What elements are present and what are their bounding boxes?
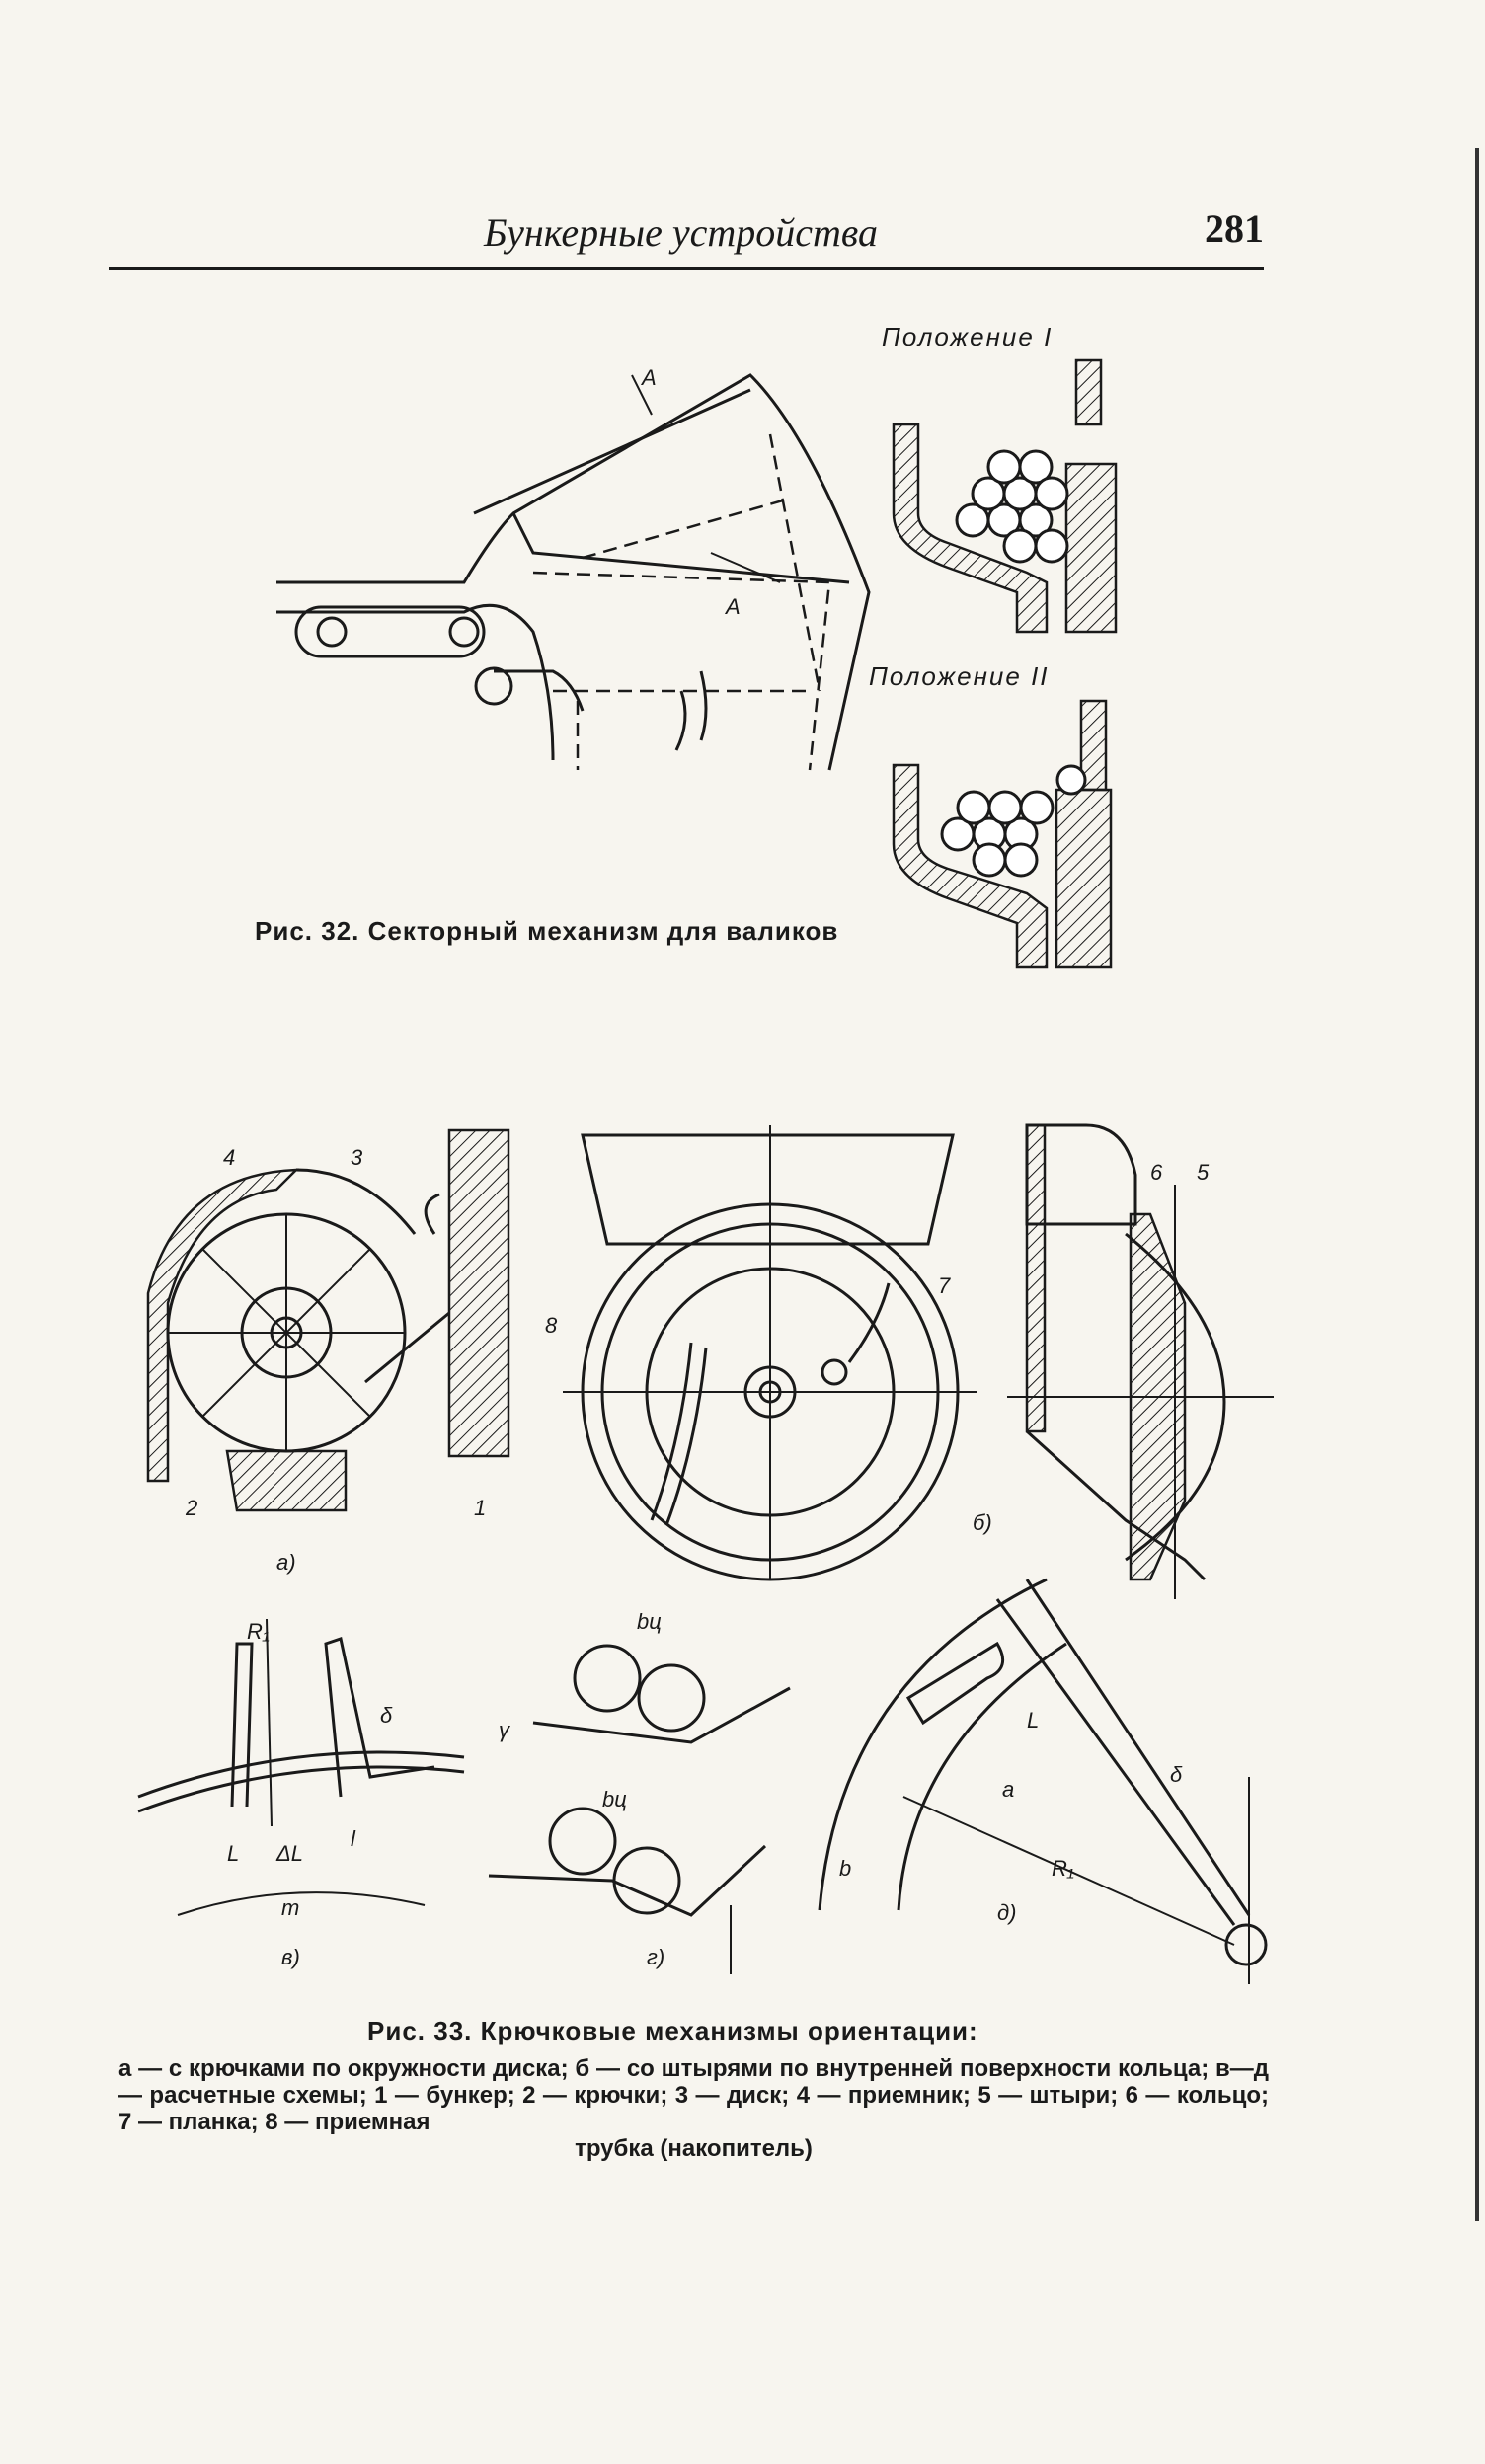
running-header-title: Бункерные устройства	[484, 210, 878, 255]
subfig-g-label: г)	[647, 1945, 664, 1969]
part-8-label: 8	[545, 1313, 558, 1338]
fig33a-hook-disk-drawing	[146, 1128, 510, 1512]
subfig-d-label: д)	[997, 1900, 1017, 1925]
dim-bc2-label: bц	[602, 1787, 627, 1811]
subfig-v-label: в)	[281, 1945, 300, 1969]
page-number: 281	[1205, 206, 1264, 251]
figure-33-legend: а — с крючками по окружности диска; б — …	[118, 2055, 1269, 2162]
dim-gamma-label: γ	[499, 1718, 511, 1742]
figure-32-caption: Рис. 32. Секторный механизм для валиков	[255, 916, 839, 946]
part-3-label: 3	[351, 1145, 363, 1170]
part-1-label: 1	[474, 1496, 486, 1520]
part-2-label: 2	[185, 1496, 197, 1520]
dim-delta-label: δ	[380, 1703, 393, 1728]
dim-R1d-label: R₁	[1052, 1856, 1074, 1881]
dim-bc-label: bц	[637, 1609, 662, 1634]
fig32-sector-mechanism-drawing	[276, 373, 871, 771]
position-2-drawing	[892, 699, 1113, 969]
dim-L-d-label: L	[1027, 1708, 1039, 1732]
dim-L-label: L	[227, 1841, 239, 1866]
position-1-label: Положение I	[882, 322, 1054, 351]
position-1-drawing	[892, 358, 1118, 634]
part-5-label: 5	[1197, 1160, 1210, 1185]
figure-33-legend-last-line: трубка (накопитель)	[575, 2135, 813, 2162]
figure-33-legend-text: а — с крючками по окружности диска; б — …	[118, 2055, 1269, 2135]
fig33b-pin-ring-drawing	[563, 1125, 977, 1581]
part-6-label: 6	[1150, 1160, 1163, 1185]
figure-33-caption: Рис. 33. Крючковые механизмы ориентации:	[367, 2016, 978, 2045]
dim-l-label: l	[351, 1826, 356, 1851]
dim-dL-label: ΔL	[275, 1841, 303, 1866]
subfig-a-label: а)	[276, 1550, 296, 1575]
fig32-section-marker-bottom: A	[724, 594, 741, 619]
part-7-label: 7	[938, 1273, 951, 1298]
fig32-section-marker-top: A	[640, 365, 657, 390]
part-4-label: 4	[223, 1145, 235, 1170]
dim-m-label: m	[281, 1895, 299, 1920]
header-rule	[109, 267, 1264, 270]
fig33g-calculation-scheme	[488, 1644, 791, 1974]
fig33-side-view-drawing	[1007, 1123, 1274, 1599]
dim-b-label: b	[839, 1856, 851, 1881]
dim-a-label: a	[1002, 1777, 1014, 1802]
fig33d-calculation-scheme	[818, 1578, 1268, 1984]
fig33v-calculation-scheme	[137, 1618, 465, 1916]
dim-delta-d-label: δ	[1170, 1762, 1183, 1787]
position-2-label: Положение II	[869, 661, 1050, 691]
page-edge-line	[1475, 148, 1479, 2221]
dim-R1-label: R₁	[247, 1619, 270, 1644]
subfig-b-label: б)	[973, 1510, 992, 1535]
